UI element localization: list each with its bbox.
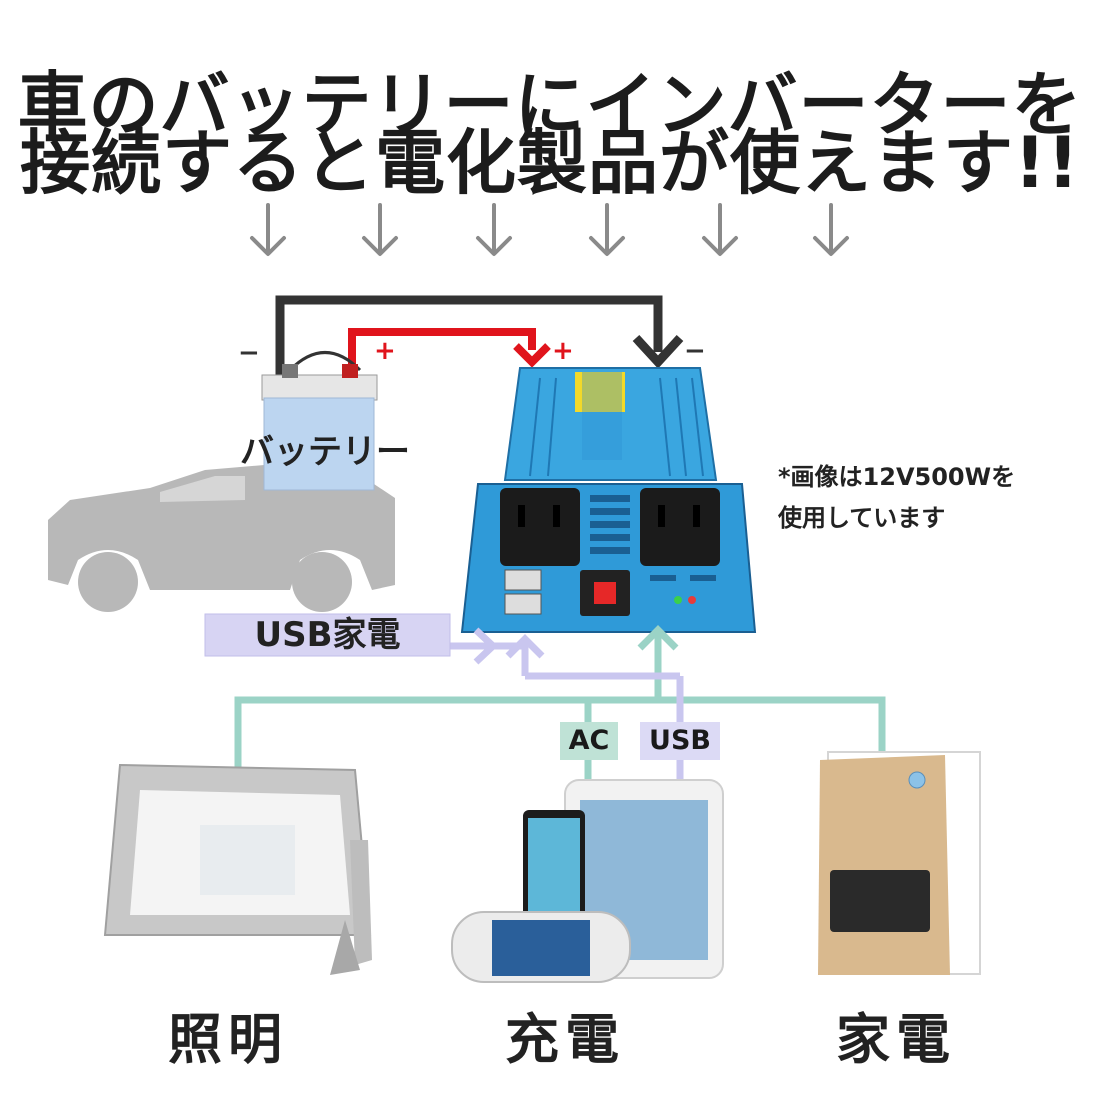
category-charging: 充電 <box>505 1008 625 1071</box>
inverter-minus-label: − <box>684 336 706 366</box>
headline-line-1: 車のバッテリーにインバーターを <box>17 64 1083 146</box>
positive-wire <box>348 328 536 380</box>
usb-tag: USB <box>649 725 711 756</box>
inverter-plus-label: + <box>552 336 574 366</box>
battery-plus-label: + <box>374 336 396 366</box>
headline-line-2: 接続すると電化製品が使えます!! <box>20 122 1080 204</box>
flood-light <box>103 763 372 975</box>
category-lighting: 照明 <box>168 1008 288 1071</box>
note-line-1: *画像は12V500Wを <box>778 463 1016 491</box>
ac-tag: AC <box>568 725 610 756</box>
note-line-2: 使用しています <box>778 504 946 532</box>
battery-label: バッテリー <box>240 432 410 472</box>
battery <box>261 351 378 491</box>
battery-minus-label: − <box>238 338 260 368</box>
down-arrow-icon <box>702 203 738 256</box>
usb-appliance-tag-box <box>204 613 451 657</box>
down-arrow-icon <box>476 203 512 256</box>
ac-tag-box <box>560 722 618 760</box>
category-appliance: 家電 <box>836 1008 956 1071</box>
negative-wire <box>275 295 663 380</box>
usb-appliance-tag: USB家電 <box>254 615 401 655</box>
car-silhouette <box>48 462 395 612</box>
down-arrow-icon <box>589 203 625 256</box>
positive-wire-arrow-icon <box>513 343 551 368</box>
smartphone-device <box>523 810 585 928</box>
inverter <box>460 367 757 633</box>
down-arrow-icon <box>250 203 286 256</box>
down-arrow-icon <box>362 203 398 256</box>
down-arrow-icon <box>813 203 849 256</box>
handheld-game-device <box>451 911 631 983</box>
down-arrow-row <box>250 203 849 256</box>
usb-tag-box <box>640 722 720 760</box>
ceramic-heater <box>818 751 981 975</box>
negative-wire-arrow-icon <box>632 334 684 369</box>
